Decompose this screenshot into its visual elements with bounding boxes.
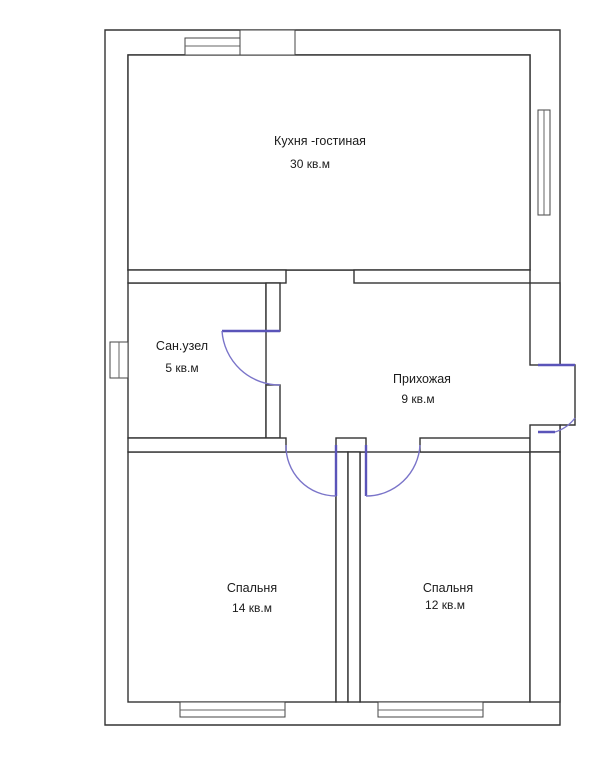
kitchen-window-top-2 (239, 29, 296, 56)
bedroom1-floor (127, 451, 337, 703)
doors (221, 329, 576, 497)
hallway-floor (280, 283, 530, 438)
bathroom-name: Сан.узел (156, 339, 208, 353)
interior-walls (127, 269, 561, 703)
bedroom1-area: 14 кв.м (232, 601, 272, 615)
kitchen-floor (127, 54, 531, 271)
bedroom2-area: 12 кв.м (425, 598, 465, 612)
hallway-area: 9 кв.м (401, 392, 434, 406)
kitchen-area: 30 кв.м (290, 157, 330, 171)
kitchen-name: Кухня -гостиная (274, 134, 366, 148)
windows (109, 29, 551, 718)
bedroom2-floor (359, 451, 531, 703)
bedroom1-name: Спальня (227, 581, 277, 595)
bedroom2-name: Спальня (423, 581, 473, 595)
hallway-name: Прихожая (393, 372, 451, 386)
bathroom-area: 5 кв.м (165, 361, 198, 375)
